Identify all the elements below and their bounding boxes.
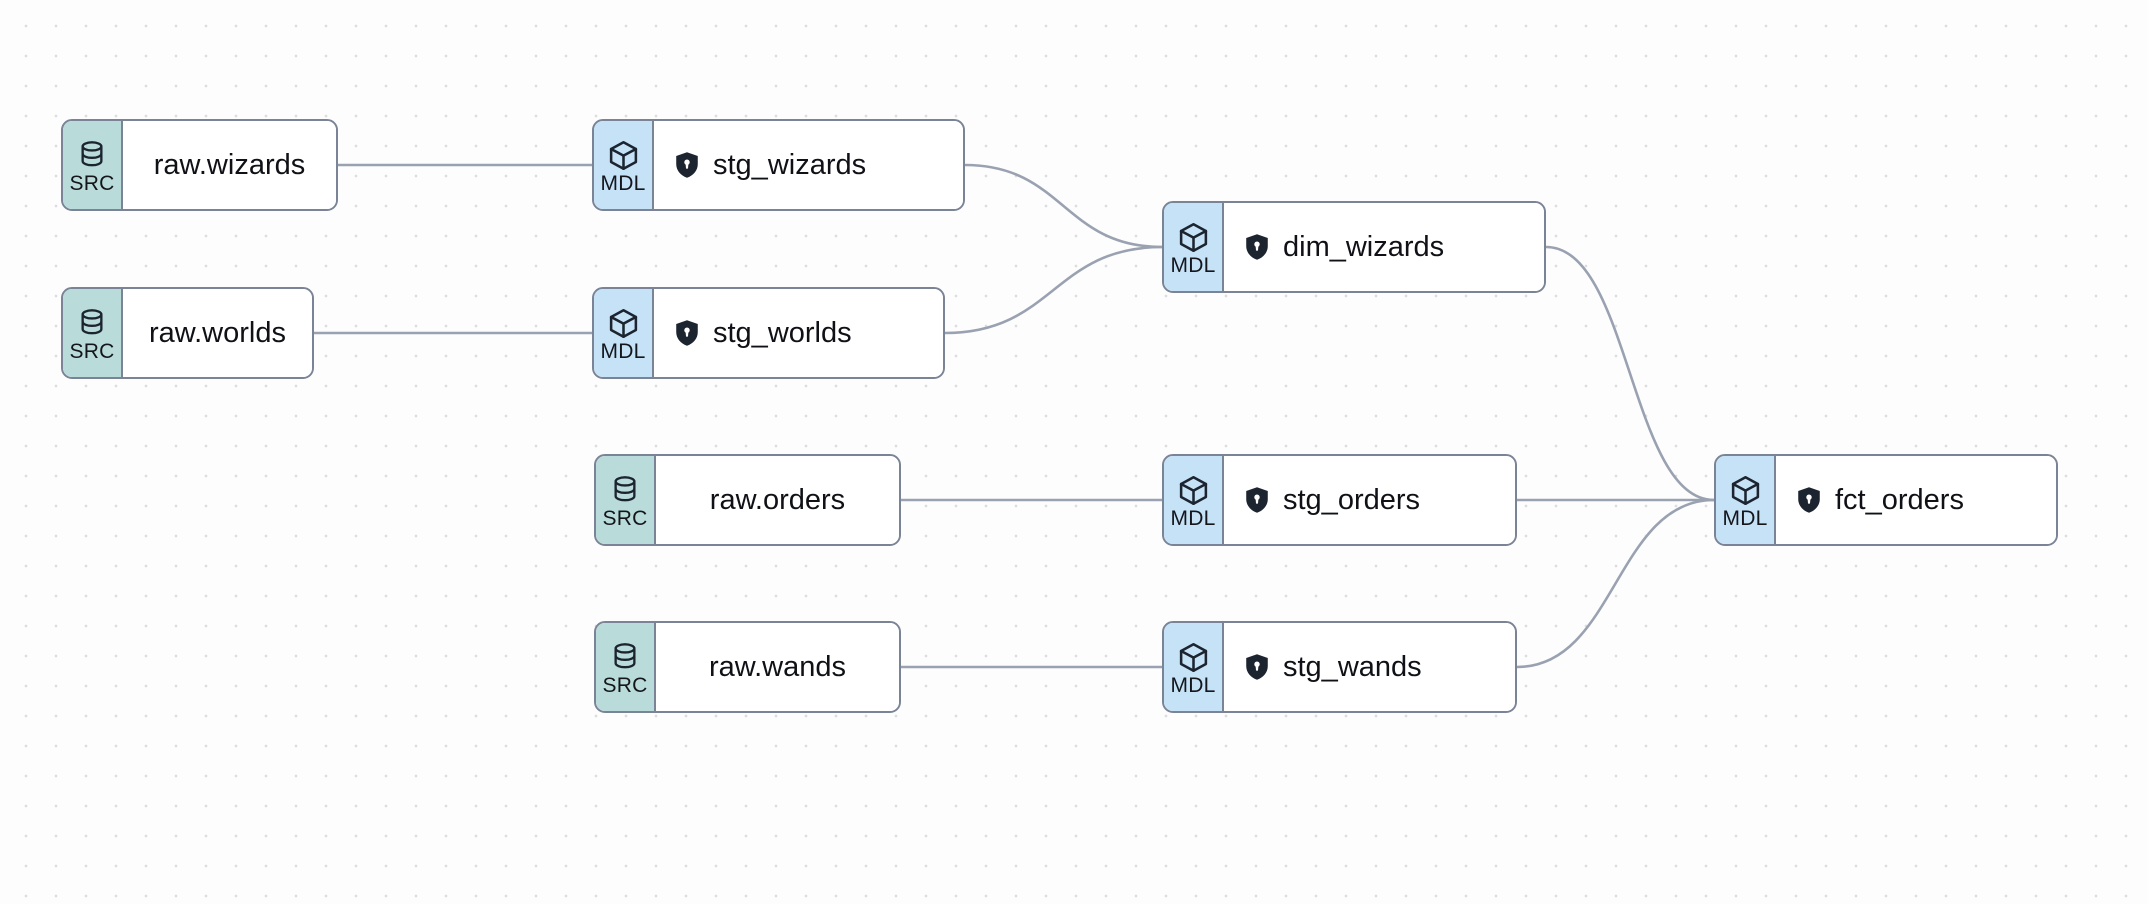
node-type-label: SRC: [69, 171, 115, 195]
database-icon: [77, 308, 107, 340]
node-body-stg_orders: stg_orders: [1224, 456, 1515, 544]
cube-icon: [1177, 474, 1210, 507]
node-type-badge-fct_orders: MDL: [1716, 456, 1776, 544]
cube-icon: [607, 307, 640, 340]
shield-lock-icon: [1244, 486, 1270, 514]
node-type-badge-raw_wands: SRC: [596, 623, 656, 711]
shield-lock-icon: [674, 151, 700, 179]
cube-icon: [1177, 641, 1210, 674]
node-type-label: SRC: [602, 506, 648, 530]
node-label: stg_orders: [1283, 484, 1421, 516]
node-body-fct_orders: fct_orders: [1776, 456, 2056, 544]
node-label: raw.wizards: [153, 149, 306, 181]
node-label: stg_wizards: [713, 149, 867, 181]
node-type-badge-stg_worlds: MDL: [594, 289, 654, 377]
node-type-label: MDL: [1170, 254, 1216, 277]
graph-node-raw_worlds[interactable]: SRC raw.worlds: [61, 287, 314, 379]
graph-node-stg_wizards[interactable]: MDL stg_wizards: [592, 119, 965, 211]
node-label: stg_wands: [1283, 651, 1422, 683]
node-label: fct_orders: [1835, 484, 1964, 516]
node-body-stg_worlds: stg_worlds: [654, 289, 943, 377]
node-type-label: SRC: [69, 339, 115, 363]
node-type-label: MDL: [1170, 674, 1216, 697]
node-label: stg_worlds: [713, 317, 852, 349]
node-label: dim_wizards: [1283, 231, 1445, 263]
graph-node-stg_orders[interactable]: MDL stg_orders: [1162, 454, 1517, 546]
node-label: raw.wands: [708, 651, 846, 683]
graph-node-raw_orders[interactable]: SRC raw.orders: [594, 454, 901, 546]
shield-lock-icon: [674, 319, 700, 347]
node-type-label: MDL: [1722, 507, 1768, 530]
node-type-badge-dim_wizards: MDL: [1164, 203, 1224, 291]
cube-icon: [1177, 221, 1210, 254]
node-type-badge-raw_wizards: SRC: [63, 121, 123, 209]
node-type-badge-stg_wands: MDL: [1164, 623, 1224, 711]
shield-lock-icon: [1796, 486, 1822, 514]
node-body-raw_worlds: raw.worlds: [123, 289, 312, 377]
node-type-badge-stg_wizards: MDL: [594, 121, 654, 209]
node-type-badge-stg_orders: MDL: [1164, 456, 1224, 544]
node-body-stg_wizards: stg_wizards: [654, 121, 963, 209]
graph-node-raw_wands[interactable]: SRC raw.wands: [594, 621, 901, 713]
graph-node-raw_wizards[interactable]: SRC raw.wizards: [61, 119, 338, 211]
node-body-raw_wizards: raw.wizards: [123, 121, 336, 209]
node-body-raw_orders: raw.orders: [656, 456, 899, 544]
database-icon: [610, 475, 640, 507]
cube-icon: [607, 139, 640, 172]
node-body-raw_wands: raw.wands: [656, 623, 899, 711]
node-type-label: MDL: [1170, 507, 1216, 530]
node-type-badge-raw_orders: SRC: [596, 456, 656, 544]
graph-node-stg_wands[interactable]: MDL stg_wands: [1162, 621, 1517, 713]
node-label: raw.orders: [709, 484, 846, 516]
database-icon: [610, 642, 640, 674]
graph-node-dim_wizards[interactable]: MDL dim_wizards: [1162, 201, 1546, 293]
shield-lock-icon: [1244, 653, 1270, 681]
node-body-stg_wands: stg_wands: [1224, 623, 1515, 711]
node-type-label: MDL: [600, 340, 646, 363]
node-type-badge-raw_worlds: SRC: [63, 289, 123, 377]
graph-node-fct_orders[interactable]: MDL fct_orders: [1714, 454, 2058, 546]
node-body-dim_wizards: dim_wizards: [1224, 203, 1544, 291]
node-label: raw.worlds: [149, 317, 286, 349]
database-icon: [77, 140, 107, 172]
graph-node-stg_worlds[interactable]: MDL stg_worlds: [592, 287, 945, 379]
node-type-label: MDL: [600, 172, 646, 195]
shield-lock-icon: [1244, 233, 1270, 261]
node-type-label: SRC: [602, 673, 648, 697]
cube-icon: [1729, 474, 1762, 507]
